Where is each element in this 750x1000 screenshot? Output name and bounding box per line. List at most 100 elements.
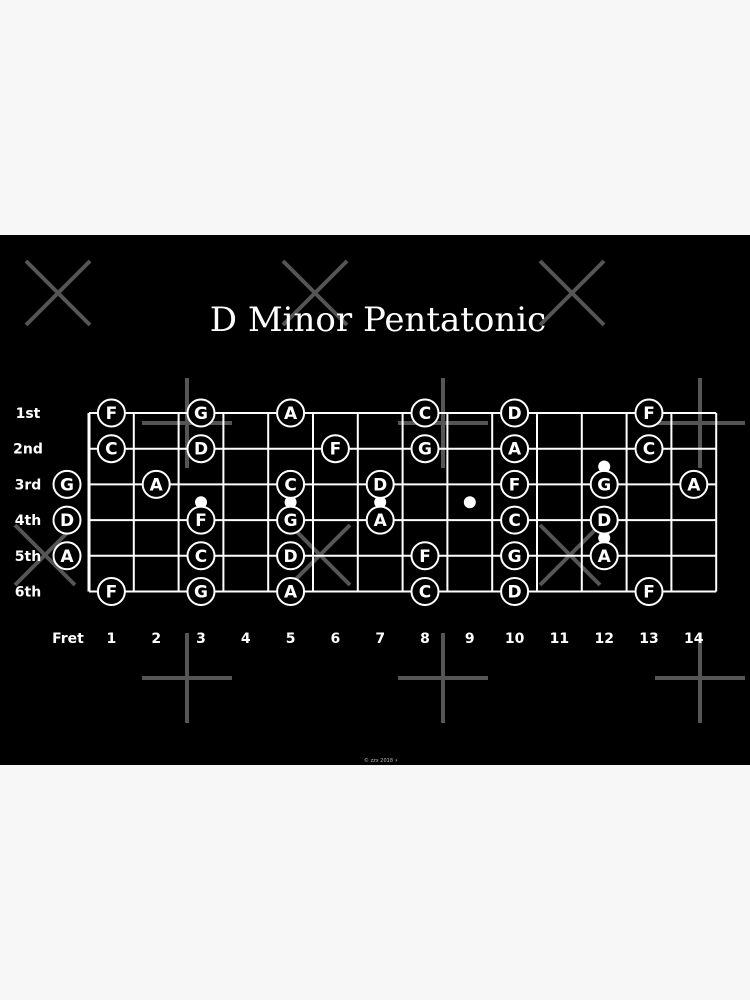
note-circle: [634, 398, 664, 428]
note-circle: [276, 541, 306, 571]
note-circle: [410, 577, 440, 606]
fret-number-10: 10: [505, 631, 525, 647]
note-label: A: [284, 404, 298, 424]
inlay-dot-fret-5: [284, 496, 297, 509]
note-circle: [186, 398, 216, 428]
note-circle: [96, 577, 126, 606]
note-g-s3-f12: G: [589, 469, 619, 499]
note-f-s4-f3: F: [186, 505, 216, 535]
note-c-s3-f5: C: [276, 469, 306, 499]
note-d-s6-f10: D: [500, 577, 530, 606]
watermark-x-4: [13, 523, 77, 587]
note-label: D: [597, 511, 611, 531]
note-circle: [52, 541, 82, 571]
watermark-x-1: [24, 259, 92, 327]
note-label: C: [284, 475, 296, 495]
note-circle: [365, 469, 395, 499]
fretboard-grid: [87, 412, 718, 593]
note-circle: [52, 505, 82, 535]
watermark-plus-1: [142, 378, 232, 468]
fret-number-7: 7: [375, 631, 385, 647]
watermark-plus-6: [655, 633, 745, 723]
watermark-stroke: [13, 523, 77, 587]
note-circle: [52, 469, 82, 499]
note-circle: [410, 398, 440, 428]
note-circle: [634, 434, 664, 464]
watermark-plus-2: [398, 378, 488, 468]
watermark-stroke: [538, 259, 606, 327]
note-circle: [589, 505, 619, 535]
note-label: G: [418, 440, 432, 460]
fret-number-3: 3: [196, 631, 206, 647]
string-label-4: 4th: [15, 513, 41, 529]
note-circle: [634, 577, 664, 606]
note-f-s1-f1: F: [96, 398, 126, 428]
inlay-dot-fret-7: [374, 496, 387, 509]
note-circle: [500, 505, 530, 535]
note-label: C: [419, 404, 431, 424]
note-g-s2-f8: G: [410, 434, 440, 464]
note-circle: [320, 434, 350, 464]
watermark-layer: [13, 259, 745, 723]
note-circle: [96, 434, 126, 464]
note-label: A: [374, 511, 388, 531]
note-label: F: [106, 583, 118, 603]
note-c-s4-f10: C: [500, 505, 530, 535]
note-circle: [589, 541, 619, 571]
note-circle: [365, 505, 395, 535]
note-label: D: [508, 583, 522, 603]
note-label: G: [60, 475, 74, 495]
note-label: F: [106, 404, 118, 424]
inlay-dot-fret-12-lower: [598, 531, 611, 544]
note-label: G: [284, 511, 298, 531]
fret-number-12: 12: [594, 631, 613, 647]
watermark-x-2: [281, 259, 349, 327]
fret-number-6: 6: [331, 631, 341, 647]
note-g-s6-f3: G: [186, 577, 216, 606]
note-label: D: [60, 511, 74, 531]
note-circle: [500, 577, 530, 606]
note-c-s2-f13: C: [634, 434, 664, 464]
diagram-title: D Minor Pentatonic: [210, 300, 546, 340]
note-g-s5-f10: G: [500, 541, 530, 571]
fret-label: Fret: [52, 631, 84, 647]
note-f-s6-f1: F: [96, 577, 126, 606]
note-d-s4-f0: D: [52, 505, 82, 535]
inlay-dot-fret-9: [463, 496, 476, 509]
note-label: F: [195, 511, 207, 531]
note-f-s5-f8: F: [410, 541, 440, 571]
note-label: A: [687, 475, 701, 495]
fret-number-8: 8: [420, 631, 430, 647]
fret-number-5: 5: [286, 631, 296, 647]
watermark-plus-5: [398, 633, 488, 723]
note-label: A: [150, 475, 164, 495]
note-label: F: [509, 475, 521, 495]
note-label: C: [195, 547, 207, 567]
note-a-s5-f12: A: [589, 541, 619, 571]
note-circle: [500, 541, 530, 571]
note-circle: [276, 469, 306, 499]
string-label-2: 2nd: [13, 442, 43, 458]
watermark-plus-4: [142, 633, 232, 723]
note-c-s6-f8: C: [410, 577, 440, 606]
note-d-s5-f5: D: [276, 541, 306, 571]
note-d-s1-f10: D: [500, 398, 530, 428]
note-a-s6-f5: A: [276, 577, 306, 606]
note-label: A: [598, 547, 612, 567]
note-c-s2-f1: C: [96, 434, 126, 464]
note-label: F: [419, 547, 431, 567]
fret-number-13: 13: [639, 631, 658, 647]
note-label: C: [105, 440, 117, 460]
note-f-s6-f13: F: [634, 577, 664, 606]
note-label: F: [643, 404, 655, 424]
note-g-s1-f3: G: [186, 398, 216, 428]
credit: © zzx 2018 ⚡: [364, 757, 399, 764]
note-circle: [500, 469, 530, 499]
inlay-dot-fret-3: [195, 496, 207, 509]
note-f-s2-f6: F: [320, 434, 350, 464]
note-a-s1-f5: A: [276, 398, 306, 428]
note-d-s4-f12: D: [589, 505, 619, 535]
